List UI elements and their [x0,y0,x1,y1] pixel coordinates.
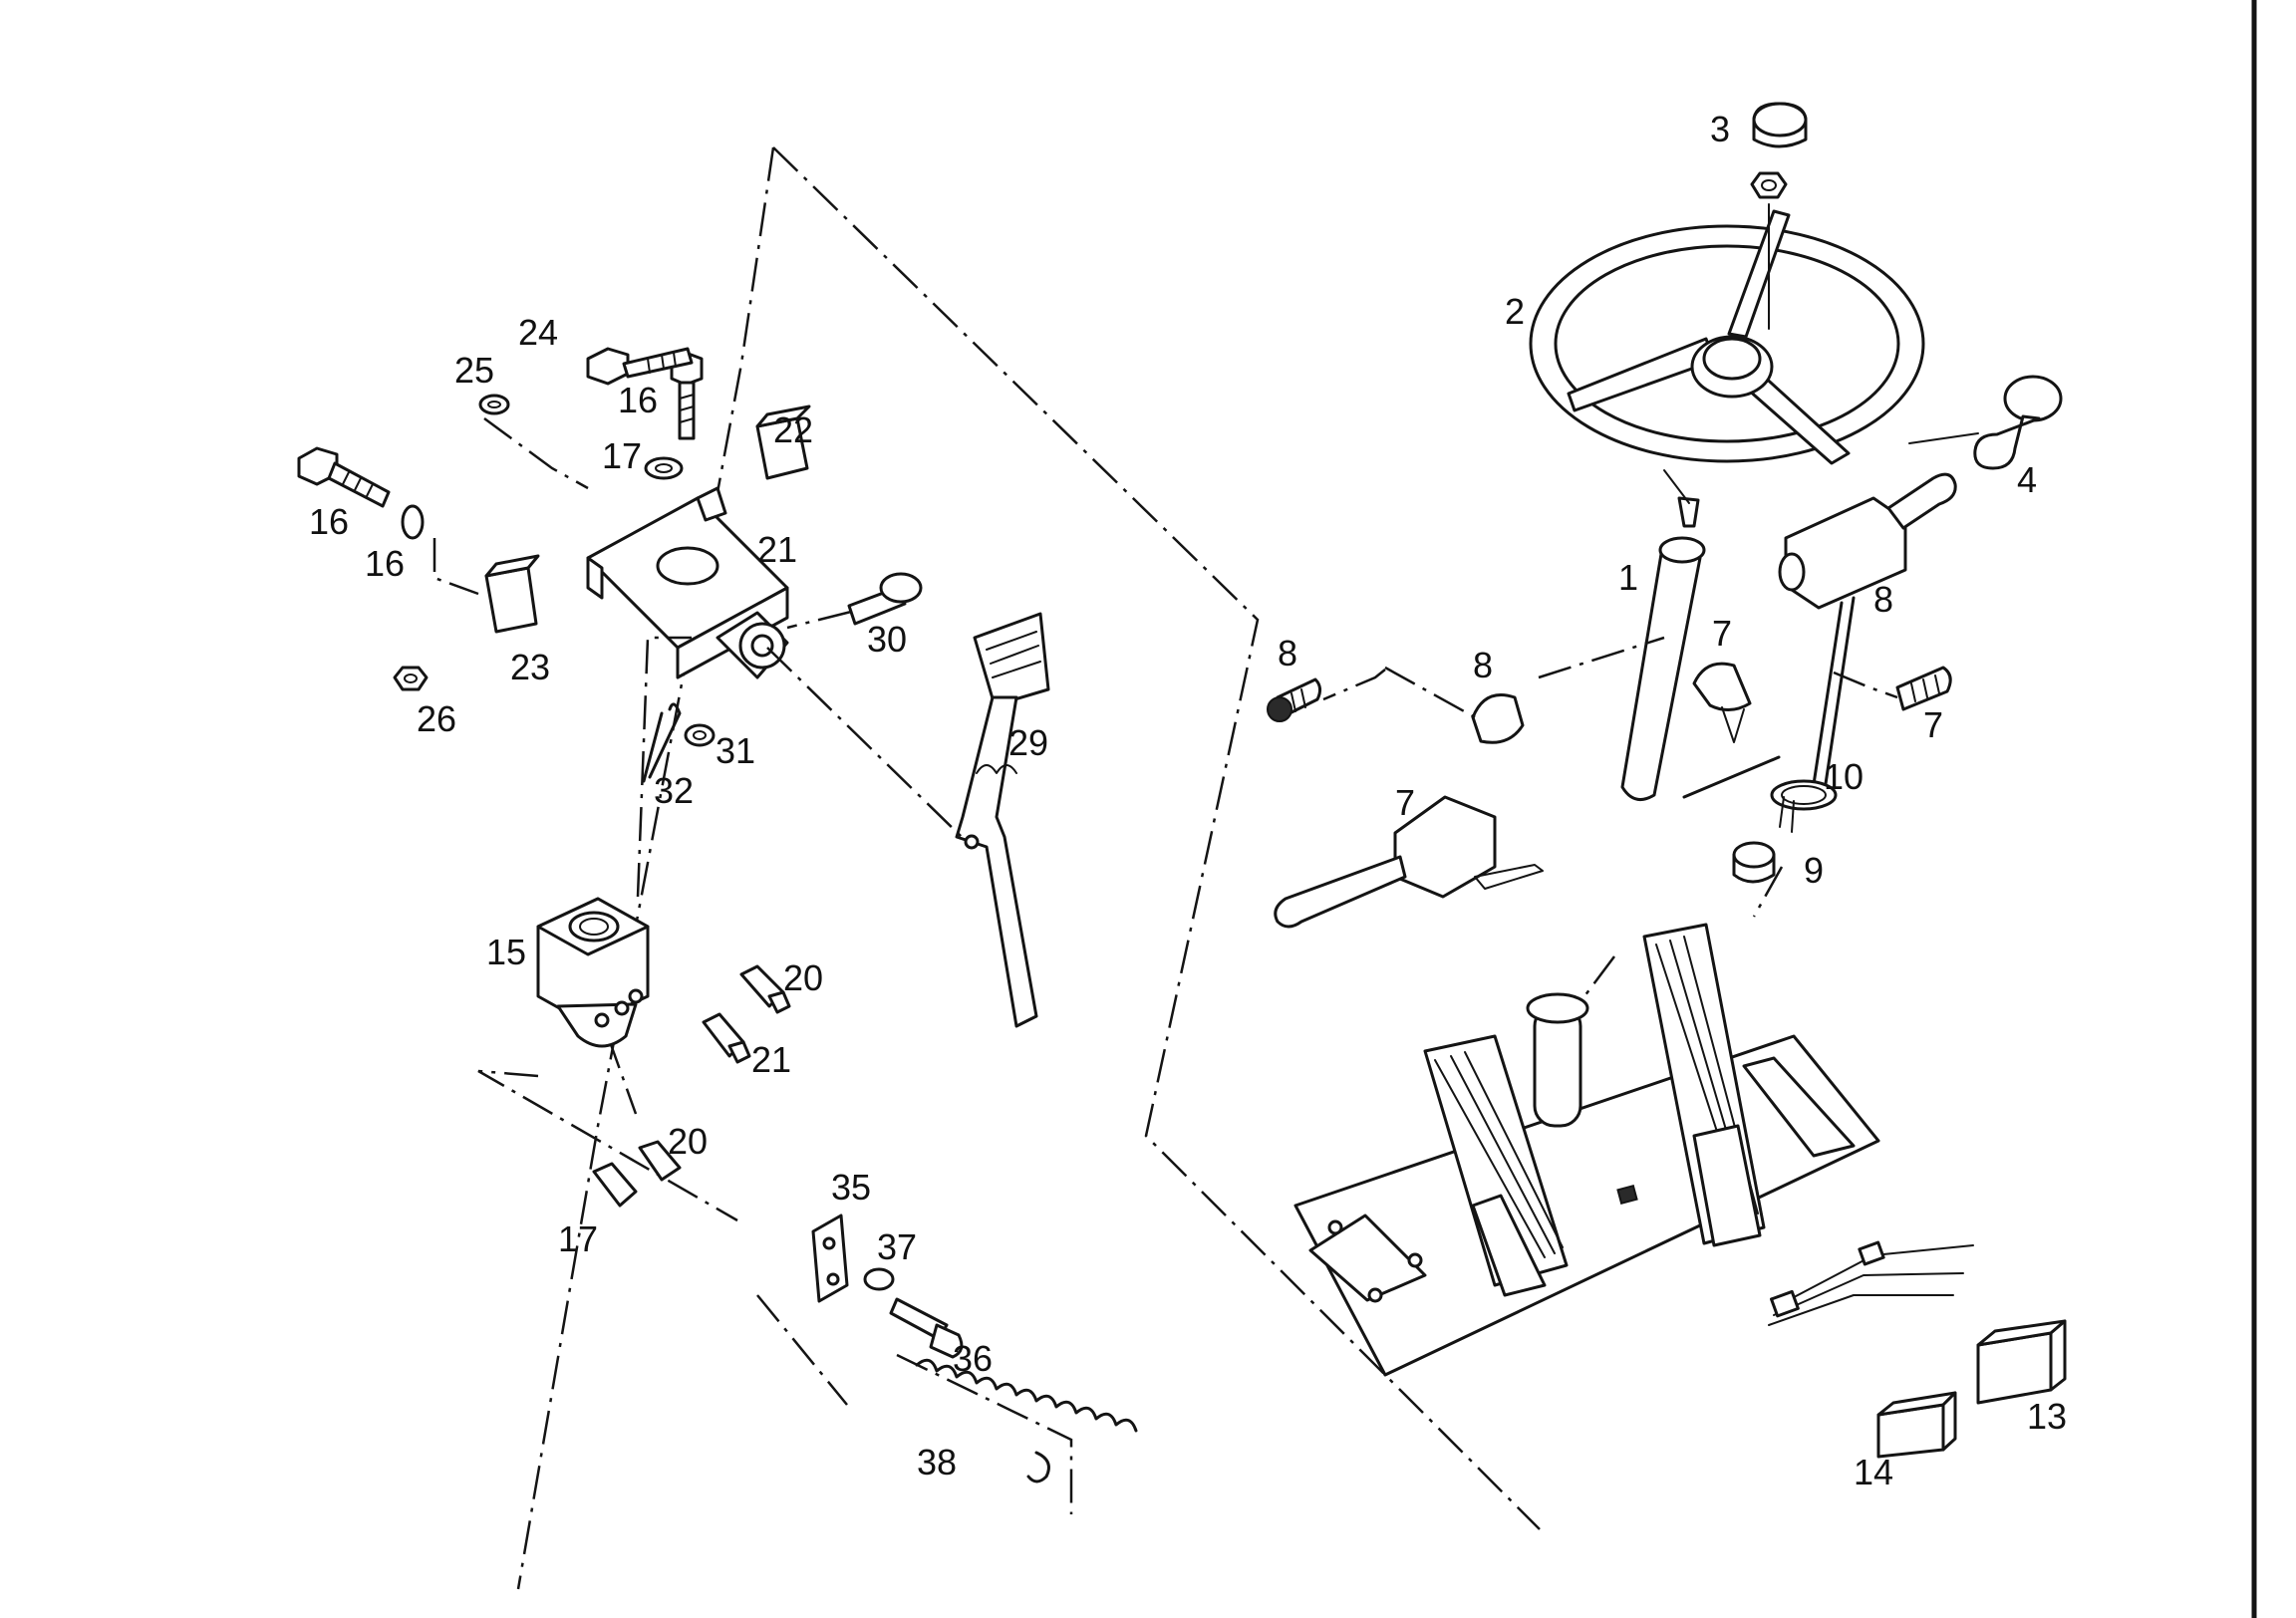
return-spring [915,1358,1138,1483]
pivot-pin [847,572,923,626]
callout-17-left: 16 [365,543,405,584]
callout-20-right: 20 [668,1121,708,1162]
horn-cap [1752,102,1808,148]
callout-29: 29 [1008,722,1048,763]
top-washer [644,456,684,480]
side-bolt-upper [586,347,694,386]
washer-small [478,394,510,415]
callout-13: 13 [2027,1396,2067,1437]
callout-35: 35 [831,1167,871,1208]
callout-31: 31 [716,730,755,771]
spacer-cap-top [755,404,811,480]
right-screw [1895,666,1952,711]
steering-wheel [1529,209,1925,465]
callout-25: 25 [454,350,494,391]
callout-37: 37 [877,1226,917,1267]
side-bolt-left [297,446,391,508]
left-pedal [1423,1034,1569,1297]
hex-nut-small [393,666,429,691]
callout-14: 14 [1854,1452,1893,1492]
left-screw [1267,677,1322,722]
callout-9: 9 [1804,850,1824,891]
connector-block-small [1876,1391,1957,1459]
callout-8-clip: 8 [1473,645,1493,685]
brake-pedal-arm [955,612,1050,1028]
callout-32: 32 [654,770,694,811]
callout-10: 10 [1824,756,1864,797]
callout-7-clamp: 7 [1712,613,1732,654]
master-cylinder [1526,992,1589,1128]
callout-3: 3 [1710,109,1730,149]
fitting-upper [739,964,791,1014]
fitting-lower [702,1012,751,1064]
callout-36: 36 [953,1338,993,1379]
callout-1: 1 [1618,557,1638,598]
callout-7-right: 7 [1923,704,1943,745]
callout-30: 30 [867,619,907,660]
wheel-nut [1750,171,1788,330]
callout-21-lower: 21 [751,1039,791,1080]
cable-tie-ring [1682,755,1838,833]
callout-23-side: 23 [510,647,550,687]
plate-bolt [889,1297,964,1359]
pin-washer [684,723,716,747]
callout-22: 21 [757,529,797,570]
callout-16-top: 16 [618,380,658,420]
side-washer [401,504,425,540]
callout-7-switch: 7 [1395,782,1415,823]
leader-line-bracket [432,416,1073,1514]
column-clamp [1692,662,1752,743]
wiring-harness [1768,1240,1974,1326]
callout-2: 2 [1505,291,1525,332]
callout-38: 38 [917,1442,957,1483]
right-pedal [1642,923,1766,1247]
rubber-grommet [1732,841,1776,884]
spring-plate [811,1214,849,1303]
callout-16-left: 16 [309,501,349,542]
pivot-fork [716,611,789,679]
callout-21-upper: 20 [783,957,823,998]
callout-23-top: 22 [773,409,813,450]
callout-8-left: 8 [1278,633,1297,674]
callout-26: 26 [417,698,456,739]
connector-block-large [1976,1319,2067,1405]
valve-block [536,897,650,1048]
leader-line-column [1322,636,1898,1087]
accelerator-pedal [1742,1056,1856,1158]
cable-clip [1471,693,1525,744]
wiper-switch [1778,472,1957,799]
callout-24: 24 [518,312,558,353]
callout-8-right: 8 [1873,579,1893,620]
fitting-left-b [638,1140,682,1182]
spinner-knob [1908,375,2063,470]
fitting-left-a [592,1162,638,1208]
callout-15: 15 [486,932,526,972]
callout-4: 4 [2017,459,2037,500]
steering-column [1620,469,1706,801]
indicator-switch [1274,795,1544,929]
plate-washer [863,1267,895,1291]
callout-20-left: 17 [558,1218,598,1259]
callout-labels: 3 2 4 1 8 7 8 8 7 10 7 9 13 14 24 25 16 … [309,109,2067,1492]
callout-17-top: 17 [602,435,642,476]
split-pin [642,702,682,783]
spacer-cap-side [484,554,540,634]
